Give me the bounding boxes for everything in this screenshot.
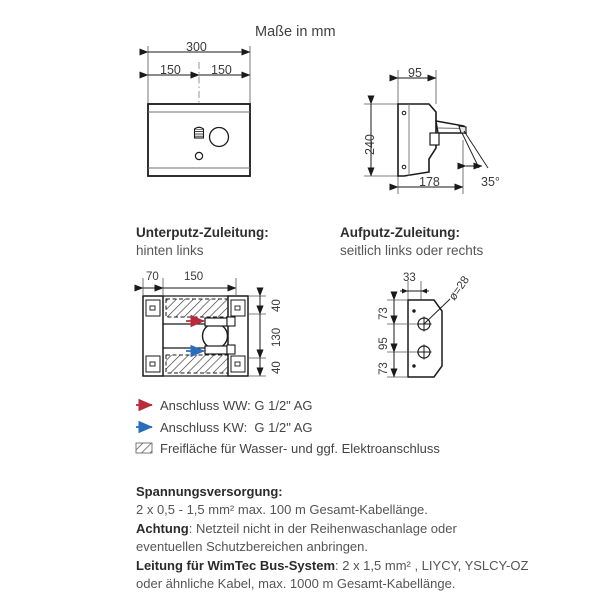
unterputz-section-group bbox=[134, 278, 266, 377]
side-view-group bbox=[364, 70, 489, 194]
aufputz-section-group bbox=[387, 281, 451, 378]
front-view-group bbox=[139, 46, 251, 177]
legend-icons-group bbox=[135, 398, 153, 454]
